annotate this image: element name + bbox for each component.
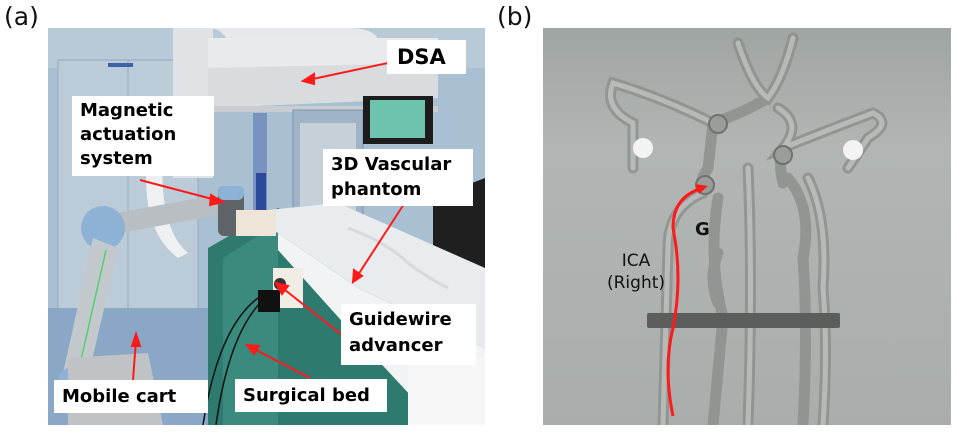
label-ica: ICA <box>621 251 651 271</box>
label-magnetic-line-3: system <box>80 148 153 169</box>
arrow-advancer <box>279 285 343 336</box>
panel-b-photo: ICA (Right) G <box>543 28 951 425</box>
lab-setup-scene <box>48 28 485 425</box>
robot-lower-arm <box>63 238 118 378</box>
arrow-cart-head <box>130 330 142 347</box>
arrow-magnetic <box>139 179 217 201</box>
label-mobile-cart: Mobile cart <box>54 380 208 413</box>
mount-left <box>633 138 653 158</box>
label-phantom-line-1: 3D Vascular <box>331 154 452 175</box>
label-g: G <box>695 219 710 240</box>
arrow-phantom-head <box>351 268 364 284</box>
label-advancer-line-2: advancer <box>349 335 443 356</box>
guidewire-arrow-head <box>695 184 708 194</box>
label-magnetic-actuation-system: Magnetic actuation system <box>72 96 214 176</box>
arrow-advancer-head <box>274 281 290 296</box>
vessel-right-a <box>782 172 812 425</box>
arrow-dsa-head <box>300 72 315 86</box>
panel-b-letter: (b) <box>497 2 533 31</box>
label-guidewire-advancer: Guidewire advancer <box>341 304 476 365</box>
robot-joint-shoulder <box>81 206 125 250</box>
label-magnetic-line-1: Magnetic <box>80 100 174 121</box>
arrow-magnetic-head <box>208 193 226 207</box>
panel-a-photo: DSA Magnetic actuation system 3D Vascula… <box>48 28 485 425</box>
guidewire-path <box>666 186 704 417</box>
label-ica-right: ICA (Right) <box>595 250 677 294</box>
label-magnetic-line-2: actuation <box>80 124 177 145</box>
label-surgical-bed: Surgical bed <box>235 379 387 412</box>
vessel-loop <box>707 247 724 309</box>
vascular-phantom-scene <box>543 28 951 425</box>
label-dsa: DSA <box>387 40 466 74</box>
arrow-phantom <box>355 203 405 279</box>
phantom-on-bed <box>347 226 449 290</box>
label-phantom-line-2: phantom <box>331 179 422 200</box>
arrow-dsa <box>307 62 389 81</box>
panel-a-letter: (a) <box>4 2 39 31</box>
label-advancer-line-1: Guidewire <box>349 309 452 330</box>
annotation-arrows <box>130 62 405 381</box>
label-right: (Right) <box>606 273 666 293</box>
support-bar <box>647 313 840 328</box>
arrow-bed <box>251 347 311 379</box>
arrow-bed-head <box>244 343 261 356</box>
label-3d-vascular-phantom: 3D Vascular phantom <box>323 149 473 206</box>
mount-right <box>843 140 863 160</box>
